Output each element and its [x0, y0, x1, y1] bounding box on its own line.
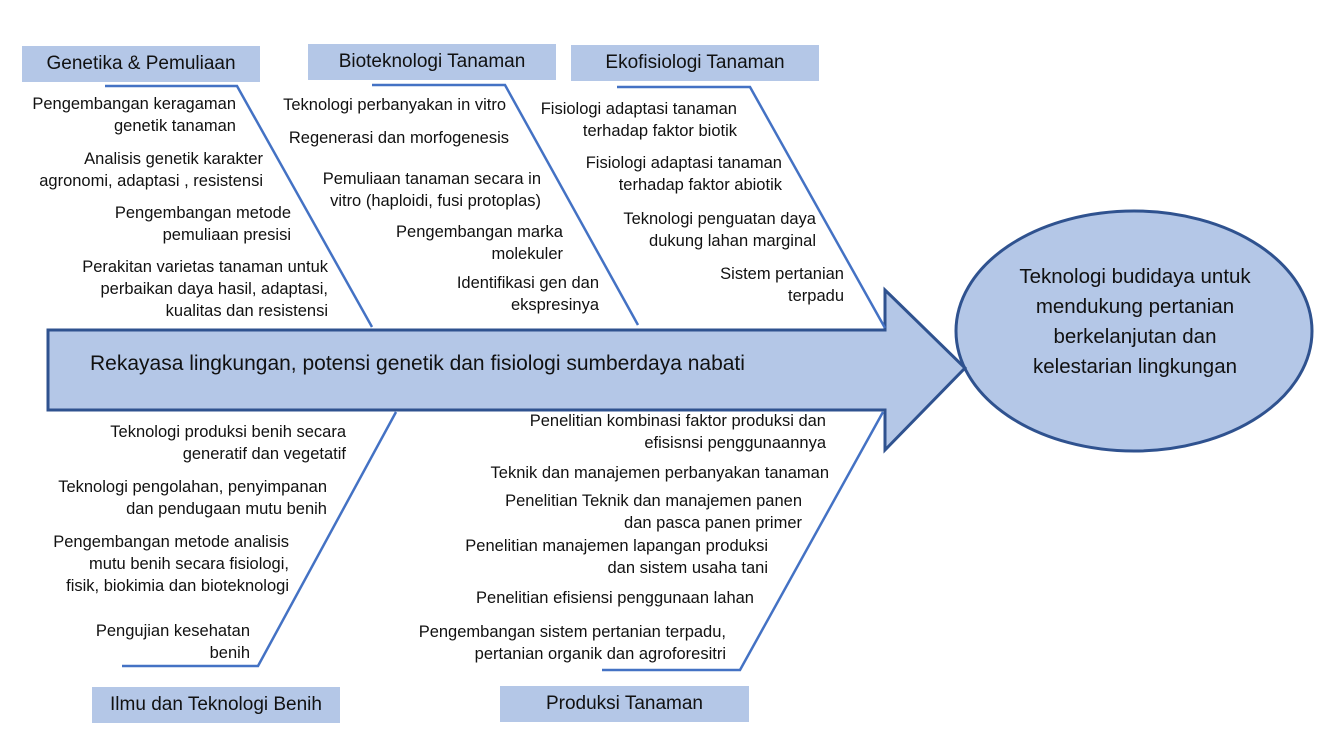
goal-line: berkelanjutan dan — [1053, 325, 1217, 348]
bone-produksi — [602, 411, 885, 672]
item-line: Teknologi perbanyakan in vitro — [283, 96, 506, 114]
item-line: Pengembangan metode — [114, 204, 291, 222]
ekofisiologi-item: Sistem pertanian terpadu — [720, 263, 844, 307]
category-produksi-title: Produksi Tanaman — [545, 693, 704, 714]
category-genetika-title: Genetika & Pemuliaan — [46, 53, 236, 74]
genetika-item: Perakitan varietas tanaman untuk perbaik… — [82, 256, 328, 322]
item-line: terpadu — [788, 287, 844, 305]
item-line: mutu benih secara fisiologi, — [89, 555, 289, 573]
item-line: agronomi, adaptasi , resistensi — [39, 172, 263, 190]
bone-bioteknologi — [372, 83, 640, 326]
produksi-item: Penelitian kombinasi faktor produksi dan… — [530, 410, 826, 454]
item-line: Penelitian Teknik dan manajemen panen — [505, 492, 802, 510]
benih-item: Pengembangan metode analisis mutu benih … — [53, 531, 289, 597]
item-line: vitro (haploidi, fusi protoplas) — [330, 192, 541, 210]
ekofisiologi-item: Fisiologi adaptasi tanaman terhadap fakt… — [541, 98, 737, 142]
item-line: Fisiologi adaptasi tanaman — [540, 100, 737, 118]
item-line: terhadap faktor biotik — [582, 122, 737, 140]
bioteknologi-item: Pemuliaan tanaman secara in vitro (haplo… — [323, 168, 541, 212]
item-line: fisik, biokimia dan bioteknologi — [66, 577, 289, 595]
goal-ellipse — [954, 209, 1314, 453]
benih-item: Pengujian kesehatan benih — [96, 620, 250, 664]
produksi-item: Penelitian Teknik dan manajemen panen da… — [505, 490, 802, 534]
benih-item: Teknologi produksi benih secara generati… — [110, 421, 346, 465]
item-line: molekuler — [491, 245, 563, 263]
item-line: Pengembangan keragaman — [32, 95, 236, 113]
item-line: kualitas dan resistensi — [165, 302, 328, 320]
category-ekofisiologi-title: Ekofisiologi Tanaman — [605, 52, 785, 73]
item-line: Teknologi produksi benih secara — [110, 423, 346, 441]
item-line: dan pendugaan mutu benih — [126, 500, 327, 518]
item-line: Penelitian manajemen lapangan produksi — [465, 537, 768, 555]
item-line: Pengembangan marka — [396, 223, 563, 241]
item-line: dan pasca panen primer — [624, 514, 802, 532]
bioteknologi-item: Teknologi perbanyakan in vitro — [283, 94, 506, 116]
goal-line: kelestarian lingkungan — [1033, 355, 1237, 378]
genetika-item: Pengembangan metode pemuliaan presisi — [115, 202, 291, 246]
item-line: genetik tanaman — [113, 117, 236, 135]
ekofisiologi-item: Teknologi penguatan daya dukung lahan ma… — [623, 208, 816, 252]
item-line: Teknologi pengolahan, penyimpanan — [58, 478, 327, 496]
category-bioteknologi-title: Bioteknologi Tanaman — [338, 51, 526, 72]
category-bioteknologi: Bioteknologi Tanaman — [308, 44, 556, 80]
genetika-item: Analisis genetik karakter agronomi, adap… — [39, 148, 263, 192]
ekofisiologi-item: Fisiologi adaptasi tanaman terhadap fakt… — [586, 152, 782, 196]
item-line: terhadap faktor abiotik — [618, 176, 782, 194]
item-line: dan sistem usaha tani — [607, 559, 768, 577]
genetika-item: Pengembangan keragaman genetik tanaman — [32, 93, 236, 137]
bioteknologi-item: Regenerasi dan morfogenesis — [289, 127, 509, 149]
category-benih-title: Ilmu dan Teknologi Benih — [110, 694, 322, 715]
item-line: dukung lahan marginal — [649, 232, 816, 250]
goal-text: Teknologi budidaya untuk mendukung perta… — [970, 262, 1300, 382]
category-benih: Ilmu dan Teknologi Benih — [92, 687, 340, 723]
item-line: perbaikan daya hasil, adaptasi, — [100, 280, 329, 298]
category-produksi: Produksi Tanaman — [500, 686, 749, 722]
spine-arrow — [46, 286, 968, 454]
item-line: Identifikasi gen dan — [456, 274, 599, 292]
item-line: Teknik dan manajemen perbanyakan tanaman — [490, 464, 829, 482]
category-ekofisiologi: Ekofisiologi Tanaman — [571, 45, 819, 81]
item-line: Pengembangan metode analisis — [53, 533, 289, 551]
produksi-item: Penelitian manajemen lapangan produksi d… — [465, 535, 768, 579]
item-line: Pemuliaan tanaman secara in — [322, 170, 541, 188]
produksi-item: Pengembangan sistem pertanian terpadu, p… — [419, 621, 726, 665]
benih-item: Teknologi pengolahan, penyimpanan dan pe… — [58, 476, 327, 520]
item-line: Perakitan varietas tanaman untuk — [82, 258, 328, 276]
category-genetika: Genetika & Pemuliaan — [22, 46, 260, 82]
item-line: Penelitian kombinasi faktor produksi dan — [529, 412, 826, 430]
item-line: benih — [209, 644, 250, 662]
item-line: Pengujian kesehatan — [95, 622, 250, 640]
item-line: Sistem pertanian — [720, 265, 844, 283]
goal-line: Teknologi budidaya untuk — [1019, 265, 1251, 288]
item-line: pertanian organik dan agroforesitri — [474, 645, 726, 663]
produksi-item: Penelitian efisiensi penggunaan lahan — [476, 587, 754, 609]
item-line: generatif dan vegetatif — [182, 445, 346, 463]
goal-line: mendukung pertanian — [1035, 295, 1235, 318]
item-line: Pengembangan sistem pertanian terpadu, — [418, 623, 726, 641]
item-line: pemuliaan presisi — [162, 226, 291, 244]
bone-ekofisiologi — [617, 85, 887, 329]
item-line: Analisis genetik karakter — [84, 150, 263, 168]
spine-label: Rekayasa lingkungan, potensi genetik dan… — [90, 352, 745, 375]
produksi-item: Teknik dan manajemen perbanyakan tanaman — [491, 462, 829, 484]
bioteknologi-item: Pengembangan marka molekuler — [396, 221, 563, 265]
item-line: Fisiologi adaptasi tanaman — [585, 154, 782, 172]
item-line: Penelitian efisiensi penggunaan lahan — [476, 589, 754, 607]
item-line: efisisnsi penggunaannya — [644, 434, 826, 452]
item-line: Regenerasi dan morfogenesis — [288, 129, 509, 147]
bone-benih — [122, 411, 398, 668]
item-line: Teknologi penguatan daya — [623, 210, 816, 228]
bone-genetika — [105, 84, 374, 328]
item-line: ekspresinya — [510, 296, 599, 314]
bioteknologi-item: Identifikasi gen dan ekspresinya — [457, 272, 599, 316]
